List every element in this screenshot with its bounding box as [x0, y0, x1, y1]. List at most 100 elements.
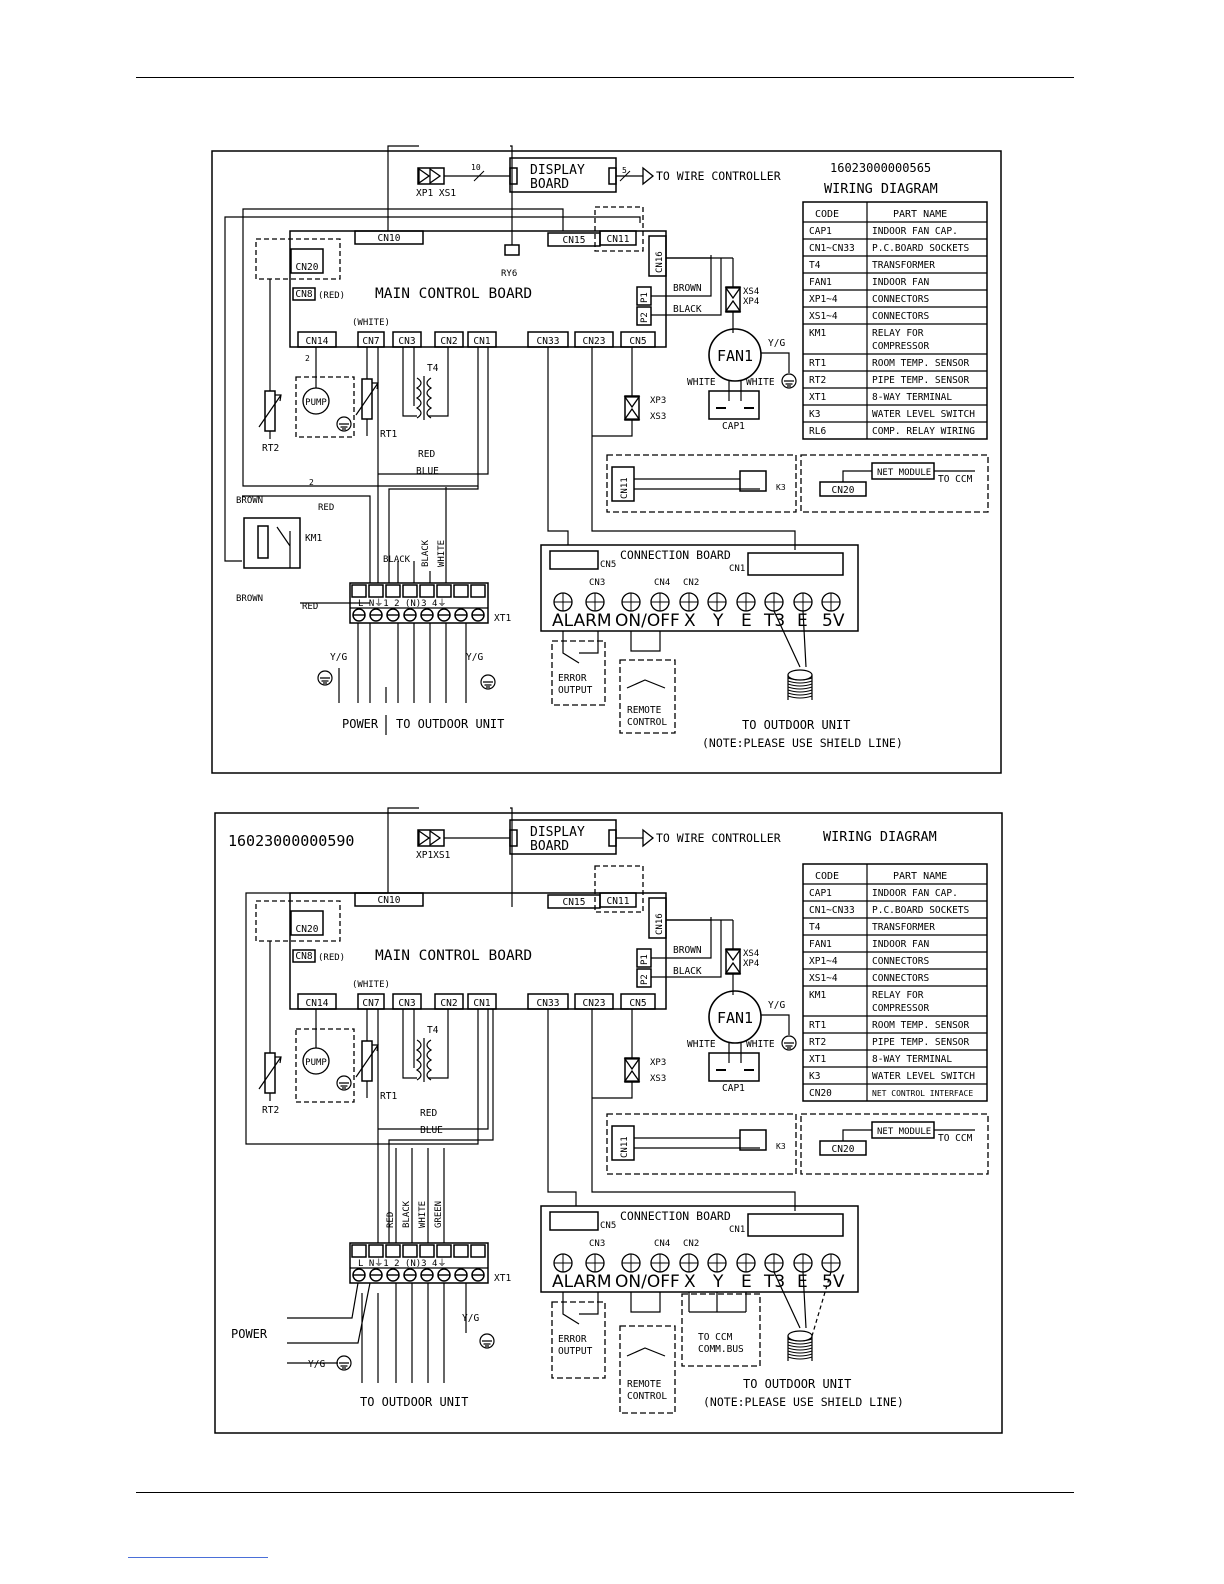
- wire-color-4: GREEN: [434, 1201, 444, 1228]
- cable-coil-5: [787, 689, 813, 693]
- part-name-7-line2: COMPRESSOR: [872, 341, 929, 352]
- cb-cn3-label: CN3: [589, 1239, 605, 1249]
- xs3-label: XS3: [650, 412, 666, 422]
- blue-label: BLUE: [416, 466, 439, 477]
- cb-cn5-socket: [549, 550, 599, 570]
- xs3-to-cn23: [592, 431, 633, 437]
- white-label: (WHITE): [352, 318, 390, 328]
- remote-label: REMOTE: [627, 1379, 662, 1390]
- model-code: 16023000000590: [228, 832, 354, 850]
- part-code-2: CN1~CN33: [809, 905, 855, 916]
- xp1xs1-label: XP1XS1: [416, 850, 451, 861]
- black-wire-label: BLACK: [673, 966, 702, 977]
- part-code-10: XT1: [809, 1054, 826, 1065]
- part-code-6: XS1~4: [809, 311, 838, 322]
- cn16-socket: [648, 235, 667, 277]
- t4-wires: [402, 347, 449, 417]
- shield-cable: [773, 610, 807, 668]
- xt1-terminal-block: [349, 582, 489, 624]
- k3-dashed-area: [606, 454, 797, 513]
- part-code-1: CAP1: [809, 226, 832, 237]
- cn7-label: CN7: [362, 998, 379, 1009]
- ccm-bus-line1: TO CCM: [698, 1332, 733, 1343]
- xs4-connector: [724, 287, 742, 312]
- ccm-bus-wires: [688, 1292, 747, 1313]
- xp3-label: XP3: [650, 1058, 666, 1068]
- remote-label: REMOTE: [627, 705, 662, 716]
- cn14-socket: [297, 331, 337, 348]
- part-name-7: RELAY FOR: [872, 328, 924, 339]
- k3-wires: [634, 478, 760, 490]
- net-wires: [842, 1129, 975, 1141]
- cn3-label: CN3: [398, 998, 415, 1009]
- parts-header-code: CODE: [815, 871, 839, 882]
- xt1-terminal-labels: L N⏚1 2 (N)3 4⏚: [358, 598, 446, 609]
- power-yg-label: Y/G: [308, 1359, 325, 1370]
- xt1-slot-6: [436, 584, 452, 598]
- p1-label: P1: [640, 292, 650, 303]
- part-name-6: CONNECTORS: [872, 973, 929, 984]
- rt2-sensor-arrow: [258, 1056, 282, 1090]
- rt2-label: RT2: [262, 443, 279, 454]
- terminal-screw-3-cross: [622, 1254, 640, 1272]
- cn11-label: CN11: [607, 896, 630, 907]
- cn11-dashed-area: [594, 865, 644, 913]
- terminal-label-5: E: [741, 1272, 752, 1292]
- board-label: BOARD: [530, 839, 569, 854]
- k3-wires: [634, 1137, 760, 1149]
- wire-count-5: 5: [622, 166, 627, 175]
- power-ground-icon-lines: [339, 1362, 349, 1369]
- part-name-7: RELAY FOR: [872, 990, 924, 1001]
- cn5-socket: [620, 331, 656, 348]
- cb-cn4-label: CN4: [654, 1239, 670, 1249]
- fan-ground-icon-lines: [784, 380, 794, 387]
- cb-cn1-socket: [747, 1213, 844, 1237]
- part-name-3: TRANSFORMER: [872, 922, 935, 933]
- fan1-motor: [708, 328, 762, 382]
- cable-coil-1: [787, 1338, 813, 1342]
- red-to-xt: [378, 347, 489, 475]
- shield-note: (NOTE:PLEASE USE SHIELD LINE): [703, 1395, 904, 1409]
- part-code-10: XT1: [809, 392, 826, 403]
- xt1-slot-1: [351, 1244, 367, 1258]
- net-module-label: NET MODULE: [877, 1127, 931, 1137]
- xs4-housing: [725, 948, 741, 975]
- cable-coil-5: [787, 1350, 813, 1354]
- part-code-11: K3: [809, 1071, 820, 1082]
- power-label: POWER: [342, 717, 379, 731]
- cn1-socket: [467, 993, 497, 1010]
- part-name-7-line2: COMPRESSOR: [872, 1003, 929, 1014]
- to-wire-controller: TO WIRE CONTROLLER: [656, 831, 781, 845]
- wire-color-3: WHITE: [418, 1201, 428, 1228]
- wire-black-1: BLACK: [383, 555, 411, 565]
- to-outdoor-unit-label: TO OUTDOOR UNIT: [742, 718, 850, 732]
- p2-socket: [636, 306, 652, 326]
- red-label: RED: [418, 449, 435, 460]
- xt1-slot-8: [470, 1244, 486, 1258]
- red-to-xt: [378, 1009, 489, 1130]
- xs4-housing: [725, 286, 741, 313]
- pump-ground-icon: [336, 416, 352, 432]
- wire-white: WHITE: [437, 540, 447, 567]
- to-ccm-label: TO CCM: [938, 1133, 973, 1144]
- part-code-1: CAP1: [809, 888, 832, 899]
- remote-switch: [626, 1347, 666, 1357]
- cable-coil-top: [787, 1330, 813, 1342]
- fan1-label: FAN1: [717, 1009, 753, 1027]
- k3-cn11-socket: [611, 1125, 635, 1161]
- km-red-bottom: RED: [302, 602, 318, 612]
- part-code-8: RT1: [809, 1020, 826, 1031]
- pump-dashed-area: [295, 376, 355, 438]
- cable-coil-7: [787, 1356, 813, 1360]
- parts-header-code: CODE: [815, 209, 839, 220]
- cn20-label: CN20: [296, 924, 319, 935]
- footer-link-underline[interactable]: [128, 1557, 268, 1558]
- cn23-socket: [574, 993, 614, 1010]
- cable-coil-7: [787, 695, 813, 699]
- xt1-slot-7: [453, 584, 469, 598]
- rt2-label: RT2: [262, 1105, 279, 1116]
- rt1-label: RT1: [380, 429, 397, 440]
- control-label: CONTROL: [627, 717, 667, 728]
- power-label: POWER: [231, 1327, 268, 1341]
